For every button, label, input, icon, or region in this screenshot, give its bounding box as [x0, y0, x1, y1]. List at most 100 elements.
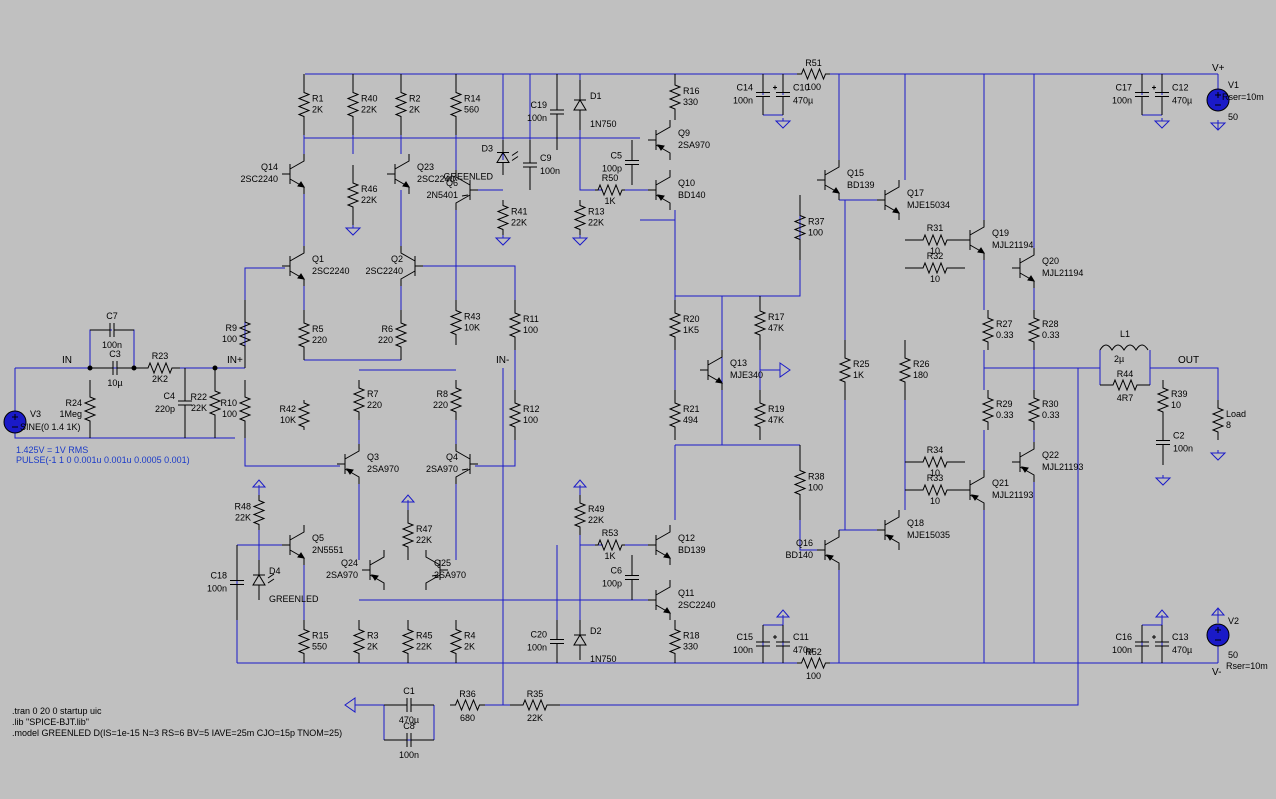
resistor-value: 1K [604, 551, 615, 561]
resistor-value: 22K [361, 195, 377, 205]
resistor-value: 100 [222, 334, 237, 344]
inductor-coil [1099, 344, 1149, 351]
resistor-R36 [450, 698, 485, 712]
wire [844, 74, 906, 530]
transistor-Q23 [387, 154, 410, 194]
resistor-value: 100 [808, 483, 823, 493]
resistor-body [208, 368, 222, 438]
capacitor-value: 470µ [1172, 645, 1192, 655]
resistor-name: R20 [683, 314, 700, 324]
resistor-value: 0.33 [1042, 410, 1060, 420]
resistor-body [297, 620, 311, 663]
resistor-body [905, 233, 965, 247]
resistor-body [668, 390, 682, 440]
resistor-body [1027, 390, 1041, 430]
resistor-R48 [252, 495, 266, 530]
resistor-value: 1K [853, 370, 864, 380]
transistor-base [817, 540, 826, 560]
resistor-body [668, 74, 682, 120]
resistor-body [449, 620, 463, 663]
capacitor-body [90, 361, 140, 375]
capacitor-value: 100n [102, 340, 122, 350]
resistor-body [83, 380, 97, 438]
resistor-value: 22K [588, 515, 604, 525]
ground-arrow [344, 697, 356, 713]
transistor-base [648, 130, 657, 150]
diode-leads [253, 560, 265, 600]
spice-directive: .tran 0 20 0 startup uic [12, 706, 102, 716]
resistor-name: R47 [416, 524, 433, 534]
resistor-R44 [1100, 378, 1150, 392]
voltage-source-V1 [1206, 88, 1230, 112]
rail-arrow [400, 494, 416, 510]
diode-body [573, 634, 587, 646]
net-label-v-minus: V- [1212, 667, 1221, 678]
source-polarity [1215, 627, 1221, 641]
wire [15, 329, 245, 369]
transistor-model: MJL21193 [992, 490, 1033, 500]
resistor-value: 0.33 [1042, 330, 1060, 340]
resistor-value: 22K [361, 105, 377, 115]
resistor-name: R49 [588, 504, 605, 514]
capacitor-C12 [1152, 74, 1169, 115]
wire [303, 190, 402, 320]
diode-name: D4 [269, 566, 281, 576]
emitter-arrow [346, 468, 354, 475]
transistor-base [282, 164, 291, 184]
resistor-R1 [297, 74, 311, 135]
transistor-name: Q16 [796, 538, 813, 548]
resistor-name: R14 [464, 94, 481, 104]
resistor-name: R46 [361, 184, 378, 194]
resistor-value: 22K [511, 218, 527, 228]
resistor-body [401, 620, 415, 663]
resistor-body [838, 340, 852, 400]
resistor-R7 [352, 380, 366, 420]
diode-D2 [573, 620, 587, 660]
resistor-name: R19 [768, 404, 785, 414]
capacitor-value: 100n [733, 645, 753, 655]
spice-directive: .model GREENLED D(IS=1e-15 N=3 RS=6 BV=5… [12, 728, 342, 738]
resistor-R39 [1156, 380, 1170, 420]
resistor-name: R45 [416, 631, 433, 641]
source-value: SINE(0 1.4 1K) [20, 422, 81, 432]
transistor-Q1 [282, 246, 305, 286]
capacitor-value: 100n [207, 584, 227, 594]
transistor-model: BD140 [678, 190, 706, 200]
transistor-base [1012, 258, 1021, 278]
capacitor-body [756, 74, 770, 115]
resistor-name: R8 [436, 389, 448, 399]
capacitor-value: 470µ [399, 715, 419, 725]
resistor-name: R52 [805, 647, 822, 657]
net-label-in-plus: IN+ [227, 355, 243, 366]
component-labels: V1Rser=10m50V250Rser=10mR51100R52100C141… [20, 58, 1268, 760]
resistor-body [753, 296, 767, 350]
resistor-body [797, 656, 830, 670]
capacitor-C6 [625, 555, 639, 600]
capacitor-value: 100p [602, 164, 622, 174]
source-circle [1206, 623, 1230, 647]
wire [415, 265, 516, 300]
transistor-Q2 [400, 246, 423, 286]
transistor-model: 2SC2240 [417, 174, 455, 184]
diode-model: 1N750 [590, 119, 617, 129]
resistor-value: 220 [378, 335, 393, 345]
ground-symbol [1209, 120, 1227, 131]
resistor-name: R37 [808, 217, 825, 227]
transistor-model: MJL21193 [1042, 462, 1083, 472]
transistor-leads [369, 550, 385, 590]
transistor-model: 2SC2240 [312, 266, 350, 276]
transistor-name: Q4 [446, 452, 458, 462]
transistor-base [962, 230, 971, 250]
transistor-Q25 [425, 550, 448, 590]
capacitor-C1 [384, 698, 434, 712]
transistor-name: Q12 [678, 533, 695, 543]
transistor-leads [455, 170, 471, 210]
source-directives: 1.425V = 1V RMS PULSE(-1 1 0 0.001u 0.00… [16, 445, 190, 465]
resistor-name: R16 [683, 86, 700, 96]
transistor-model: 2SC2240 [240, 174, 278, 184]
wire [983, 350, 1078, 390]
resistor-name: R39 [1171, 389, 1188, 399]
capacitor-C5 [625, 140, 639, 185]
resistor-value: 100 [806, 82, 821, 92]
